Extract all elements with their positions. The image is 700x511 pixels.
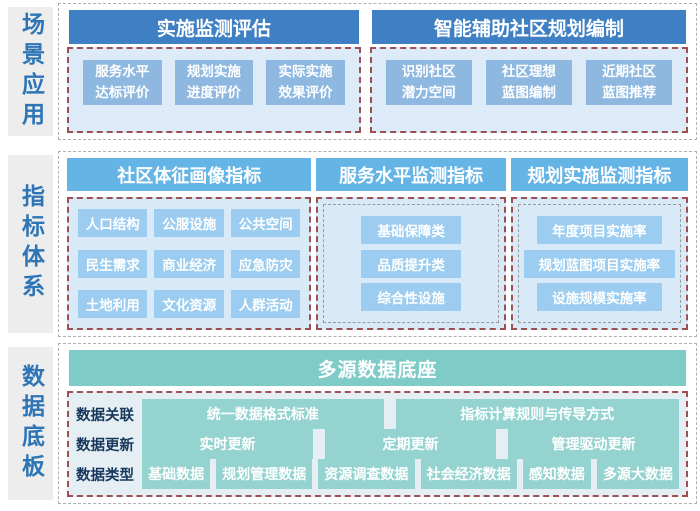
database-item: 实时更新 — [142, 429, 313, 459]
indicator-item: 人群活动 — [230, 290, 301, 318]
service-items-inner: 基础保障类 品质提升类 综合性设施 — [323, 204, 499, 323]
group-items-container: 识别社区 潜力空间 社区理想 蓝图编制 近期社区 蓝图推荐 — [369, 47, 688, 133]
database-rows-container: 数据关联 统一数据格式标准 指标计算规则与传导方式 数据更新 实时更新 定期更新… — [67, 391, 688, 497]
indicator-item: 规划蓝图项目实施率 — [523, 249, 676, 278]
row-label: 数据类型 — [76, 467, 134, 484]
database-row-association: 数据关联 统一数据格式标准 指标计算规则与传导方式 — [76, 399, 679, 429]
sidebar-label-indicator: 指标体系 — [8, 155, 53, 333]
row-items: 基础数据 规划管理数据 资源调查数据 社会经济数据 感知数据 多源大数据 — [142, 459, 680, 489]
scenario-item: 实际实施 效果评价 — [266, 60, 345, 105]
scenario-item: 服务水平 达标评价 — [83, 60, 162, 105]
indicator-section: 指标体系 社区体征画像指标 人口结构 公服设施 公共空间 民生需求 商业经济 应… — [8, 151, 697, 337]
sidebar-label-indicator-text: 指标体系 — [18, 184, 44, 304]
database-content-box: 多源数据底座 数据关联 统一数据格式标准 指标计算规则与传导方式 数据更新 实时… — [58, 343, 697, 504]
planning-items-container: 年度项目实施率 规划蓝图项目实施率 设施规模实施率 — [510, 197, 688, 330]
database-section: 数据底板 多源数据底座 数据关联 统一数据格式标准 指标计算规则与传导方式 数据… — [8, 343, 697, 504]
sidebar-label-scenario-text: 场景应用 — [18, 11, 44, 132]
group-header: 实施监测评估 — [69, 10, 359, 44]
item-line1: 近期社区 — [602, 64, 657, 80]
item-line1: 服务水平 — [95, 64, 150, 80]
database-item: 社会经济数据 — [420, 459, 517, 489]
planning-items-inner: 年度项目实施率 规划蓝图项目实施率 设施规模实施率 — [517, 204, 681, 323]
indicator-item: 设施规模实施率 — [537, 282, 662, 311]
indicator-item: 商业经济 — [154, 249, 224, 278]
sidebar-label-scenario: 场景应用 — [8, 7, 53, 136]
group-service-level-monitoring: 服务水平监测指标 基础保障类 品质提升类 综合性设施 — [316, 158, 506, 330]
group-header: 智能辅助社区规划编制 — [371, 10, 686, 44]
indicator-item: 公服设施 — [154, 209, 224, 237]
portrait-items-grid: 人口结构 公服设施 公共空间 民生需求 商业经济 应急防灾 土地利用 文化资源 … — [67, 197, 312, 330]
scenario-item: 规划实施 进度评价 — [174, 60, 254, 105]
indicator-item: 综合性设施 — [361, 282, 461, 311]
database-item: 统一数据格式标准 — [142, 399, 384, 429]
database-row-update: 数据更新 实时更新 定期更新 管理驱动更新 — [76, 429, 679, 459]
group-implementation-monitoring: 实施监测评估 服务水平 达标评价 规划实施 进度评价 实际实施 效果评价 — [67, 10, 361, 133]
group-planning-implementation-monitoring: 规划实施监测指标 年度项目实施率 规划蓝图项目实施率 设施规模实施率 — [510, 158, 688, 330]
item-line1: 规划实施 — [186, 64, 241, 80]
scenario-content-box: 实施监测评估 服务水平 达标评价 规划实施 进度评价 实际实施 效果评价 智能辅… — [58, 3, 697, 140]
service-items-container: 基础保障类 品质提升类 综合性设施 — [316, 197, 506, 330]
sidebar-label-database-text: 数据底板 — [18, 363, 44, 484]
item-line2: 达标评价 — [95, 84, 150, 100]
group-header: 规划实施监测指标 — [510, 158, 688, 191]
row-label: 数据更新 — [76, 437, 134, 454]
indicator-item: 年度项目实施率 — [537, 216, 662, 245]
database-item: 资源调查数据 — [318, 459, 415, 489]
group-header: 服务水平监测指标 — [316, 158, 506, 191]
item-line1: 社区理想 — [501, 64, 556, 80]
scenario-item: 近期社区 蓝图推荐 — [586, 60, 672, 105]
item-line2: 蓝图推荐 — [602, 84, 657, 100]
item-line2: 进度评价 — [186, 84, 241, 100]
item-line2: 潜力空间 — [401, 84, 456, 100]
indicator-item: 人口结构 — [78, 209, 148, 237]
item-line1: 识别社区 — [401, 64, 456, 80]
scenario-section: 场景应用 实施监测评估 服务水平 达标评价 规划实施 进度评价 实际实施 效果评… — [8, 3, 697, 140]
database-item: 规划管理数据 — [216, 459, 313, 489]
row-items: 实时更新 定期更新 管理驱动更新 — [142, 429, 679, 459]
database-item: 管理驱动更新 — [508, 429, 679, 459]
group-items-container: 服务水平 达标评价 规划实施 进度评价 实际实施 效果评价 — [67, 47, 361, 133]
indicator-item: 公共空间 — [230, 209, 301, 237]
indicator-item: 文化资源 — [154, 290, 224, 318]
indicator-item: 基础保障类 — [361, 216, 461, 245]
group-header: 社区体征画像指标 — [67, 158, 312, 191]
group-community-portrait: 社区体征画像指标 人口结构 公服设施 公共空间 民生需求 商业经济 应急防灾 土… — [67, 158, 312, 330]
database-item: 基础数据 — [142, 459, 211, 489]
group-intelligent-planning: 智能辅助社区规划编制 识别社区 潜力空间 社区理想 蓝图编制 近期社区 蓝图推荐 — [369, 10, 688, 133]
database-item: 多源大数据 — [596, 459, 680, 489]
database-row-type: 数据类型 基础数据 规划管理数据 资源调查数据 社会经济数据 感知数据 多源大数… — [76, 459, 680, 489]
indicator-item: 应急防灾 — [230, 249, 301, 278]
scenario-item: 社区理想 蓝图编制 — [485, 60, 572, 105]
database-item: 感知数据 — [522, 459, 591, 489]
scenario-item: 识别社区 潜力空间 — [385, 60, 472, 105]
database-item: 指标计算规则与传导方式 — [395, 399, 679, 429]
indicator-content-box: 社区体征画像指标 人口结构 公服设施 公共空间 民生需求 商业经济 应急防灾 土… — [58, 151, 697, 337]
indicator-item: 土地利用 — [78, 290, 148, 318]
row-label: 数据关联 — [76, 407, 134, 424]
row-items: 统一数据格式标准 指标计算规则与传导方式 — [142, 399, 679, 429]
database-item: 定期更新 — [325, 429, 496, 459]
item-line1: 实际实施 — [278, 64, 333, 80]
sidebar-label-database: 数据底板 — [8, 347, 53, 500]
indicator-item: 品质提升类 — [361, 249, 461, 278]
database-header: 多源数据底座 — [69, 350, 686, 386]
item-line2: 效果评价 — [278, 84, 333, 100]
indicator-item: 民生需求 — [78, 249, 148, 278]
item-line2: 蓝图编制 — [501, 84, 556, 100]
